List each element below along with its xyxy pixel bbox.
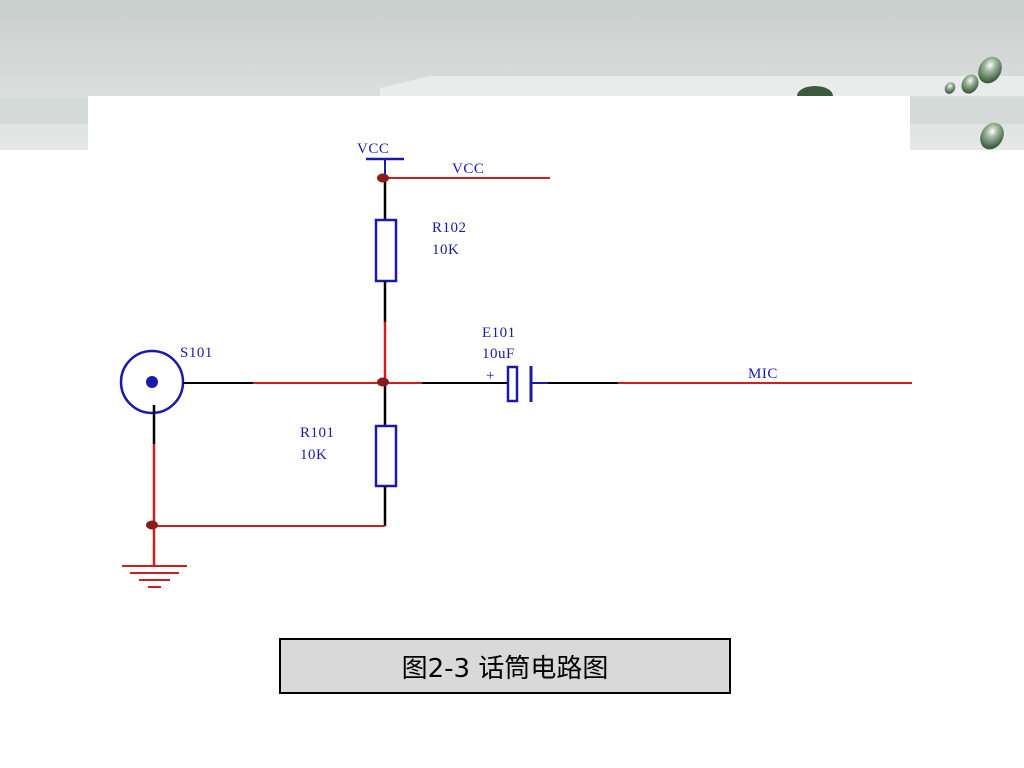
e101-value: 10uF [482, 346, 515, 362]
resistor-r101 [374, 424, 398, 488]
r102-value: 10K [432, 242, 459, 258]
e101-ref: E101 [482, 325, 516, 341]
vcc-symbol: VCC [357, 141, 404, 177]
r101-value: 10K [300, 447, 327, 463]
ground-icon [122, 565, 187, 588]
s101-ref: S101 [180, 345, 213, 361]
vcc-symbol-label: VCC [357, 141, 389, 157]
droplet-icon [944, 56, 1004, 150]
resistor-r102 [374, 218, 398, 283]
junction-dots [146, 173, 389, 530]
r102-ref: R102 [432, 220, 467, 236]
figure-caption: 图2-3 话筒电路图 [279, 638, 731, 694]
r101-ref: R101 [300, 425, 335, 441]
vcc-net-label: VCC [452, 161, 484, 177]
schematic-panel [88, 96, 910, 606]
microphone-s101 [119, 349, 185, 415]
mic-net-label: MIC [748, 366, 778, 382]
e101-polarity: + [486, 368, 495, 384]
capacitor-e101 [506, 365, 548, 403]
